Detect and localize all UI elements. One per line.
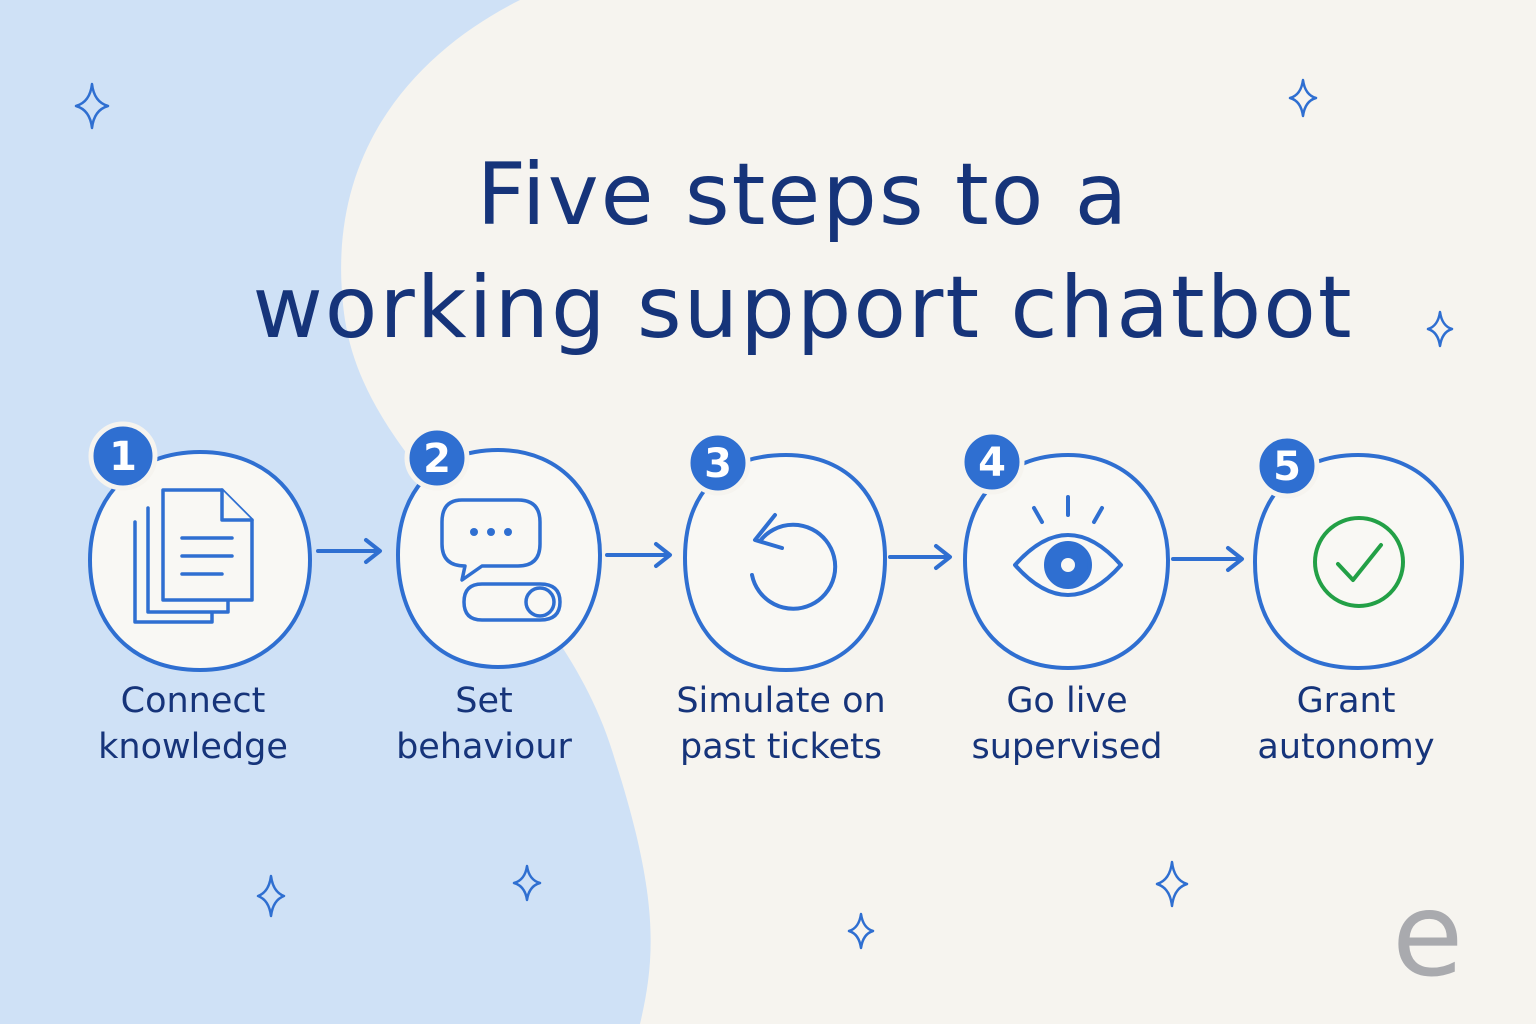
- sparkle-icon: [512, 864, 542, 902]
- step-2-label: Set behaviour: [344, 678, 624, 770]
- step-4-label-line2: supervised: [971, 727, 1163, 767]
- step-3-label: Simulate on past tickets: [641, 678, 921, 770]
- step-3-circle: [682, 452, 888, 673]
- step-5-label-line2: autonomy: [1257, 727, 1435, 767]
- sparkle-icon: [1426, 310, 1454, 348]
- sparkle-icon: [74, 82, 110, 130]
- check-circle-icon: [1313, 516, 1405, 608]
- step-5-circle: [1252, 452, 1465, 671]
- step-1-label-line2: knowledge: [98, 727, 288, 767]
- background-wave: [0, 0, 651, 1024]
- replay-icon: [750, 513, 838, 611]
- arrow-2-3: [605, 542, 672, 568]
- arrow-4-5: [1171, 546, 1244, 572]
- title-line-2: working support chatbot: [252, 258, 1354, 358]
- step-4-badge: 4: [959, 429, 1025, 495]
- step-4-number: 4: [978, 440, 1006, 486]
- step-1-badge: 1: [88, 421, 158, 491]
- step-4-label-line1: Go live: [1006, 681, 1128, 721]
- step-5-label-line1: Grant: [1296, 681, 1396, 721]
- step-3-badge: 3: [685, 430, 751, 496]
- step-2-label-line1: Set: [455, 681, 513, 721]
- step-3-label-line2: past tickets: [680, 727, 882, 767]
- documents-icon: [133, 488, 254, 624]
- step-3-label-line1: Simulate on: [676, 681, 886, 721]
- step-1-number: 1: [109, 434, 137, 480]
- eye-icon: [1013, 495, 1123, 597]
- arrow-3-4: [888, 544, 952, 570]
- step-5-label: Grant autonomy: [1206, 678, 1486, 770]
- step-2-number: 2: [423, 436, 451, 482]
- brand-logo: e: [1392, 868, 1464, 1003]
- sparkle-icon: [1155, 860, 1189, 908]
- step-3-number: 3: [704, 441, 732, 487]
- step-5-badge: 5: [1254, 433, 1320, 499]
- arrow-1-2: [316, 538, 382, 564]
- sparkle-icon: [256, 874, 286, 918]
- step-2-label-line2: behaviour: [396, 727, 572, 767]
- step-1-label: Connect knowledge: [53, 678, 333, 770]
- sparkle-icon: [847, 912, 875, 950]
- step-2-badge: 2: [404, 425, 470, 491]
- sparkle-icon: [1288, 78, 1318, 118]
- chat-dots: [470, 528, 512, 536]
- step-5-number: 5: [1273, 444, 1301, 490]
- step-4-label: Go live supervised: [927, 678, 1207, 770]
- chat-toggle-icon: [440, 498, 562, 622]
- title-line-1: Five steps to a: [476, 145, 1130, 245]
- step-1-label-line1: Connect: [120, 681, 266, 721]
